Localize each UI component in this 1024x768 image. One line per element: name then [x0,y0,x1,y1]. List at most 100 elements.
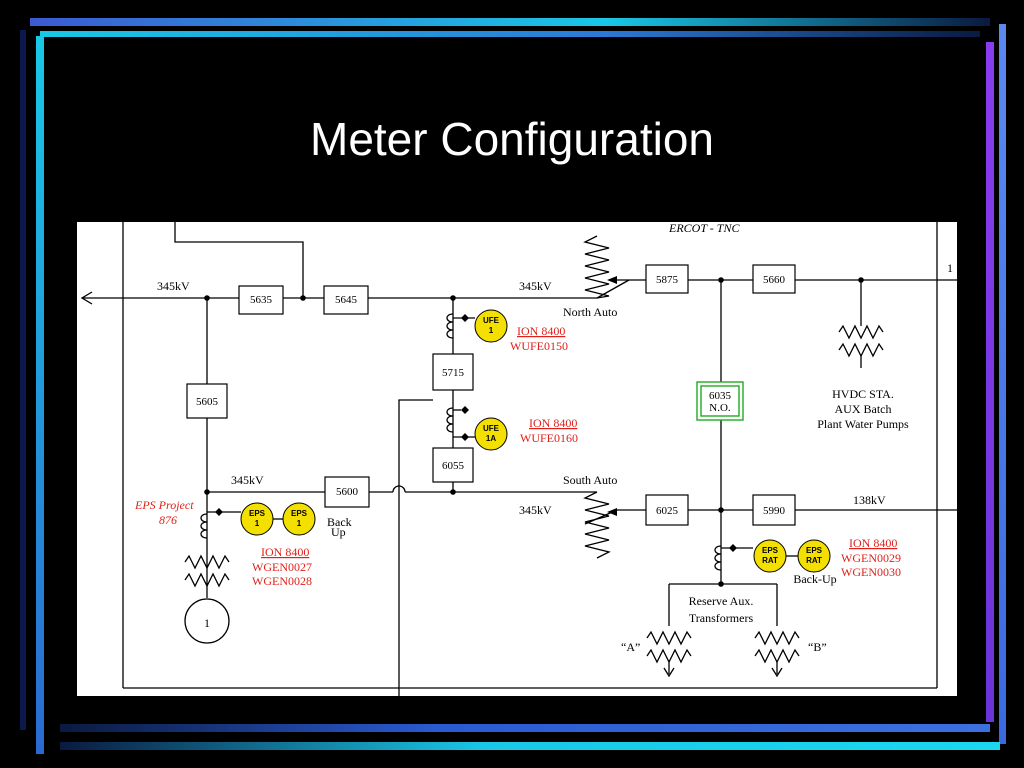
breaker-5645-label: 5645 [335,294,358,306]
meter-ufe-1a-l2: 1A [486,434,496,443]
frame-bar-top [30,18,990,26]
meter-ufe-1-l2: 1 [489,326,494,335]
voltage-138: 138kV [853,493,886,507]
switch-6035-state: N.O. [709,402,731,414]
rat-model: ION 8400 [849,536,897,550]
south-auto-transformer [583,491,611,559]
ufe1a-model: ION 8400 [529,416,577,430]
breaker-5605 [186,383,228,419]
ufe1a-id: WUFE0160 [520,431,578,445]
gen-winding-lower [184,572,230,588]
reserve-line1: Reserve Aux. [689,594,754,608]
frame-bar-bottom-cyan [60,742,1000,750]
node [718,581,724,587]
meter-eps-rat-2 [797,539,831,573]
one-line-diagram: ERCOT - TNC 1 345kV 5635 5645 345kV Nort… [80,222,957,696]
meter-ufe-1a-l1: UFE [483,424,500,433]
rat-id2: WGEN0030 [841,565,901,579]
ct-ufe1a-diamond-top [461,406,469,414]
ct-rat [714,545,722,571]
meter-eps-1-backup-l1: EPS [291,509,308,518]
backup-left-line2: Up [331,525,346,539]
frame-bar-top-inner [40,31,980,37]
breaker-6025 [645,494,689,526]
eps-id1: WGEN0027 [252,560,312,574]
reserve-a-winding-upper [646,630,692,646]
eps-project-line1: EPS Project [134,498,194,512]
breaker-5645 [323,285,369,315]
meter-ufe-1 [474,309,508,343]
ct-ufe1 [446,313,454,339]
meter-ufe-1-l1: UFE [483,316,500,325]
meter-eps-rat-2-l2: RAT [806,556,822,565]
breaker-5715 [432,353,474,391]
bus-arrow-left [80,291,93,305]
ct-ufe1a [446,407,454,433]
breaker-5875-label: 5875 [656,274,679,286]
gen-winding-upper [184,554,230,570]
diagram-panel: ERCOT - TNC 1 345kV 5635 5645 345kV Nort… [77,222,957,696]
node [450,489,456,495]
reserve-b-winding-lower [754,648,800,664]
reserve-a-winding-lower [646,648,692,664]
meter-eps-rat-2-l1: EPS [806,546,823,555]
hvdc-line3: Plant Water Pumps [817,417,909,431]
breaker-6055-label: 6055 [442,460,465,472]
voltage-345-left: 345kV [157,279,190,293]
hvdc-line1: HVDC STA. [832,387,894,401]
hvdc-winding-lower [838,342,884,358]
switch-6035-inner [700,385,740,417]
generator-label: 1 [204,616,210,630]
breaker-5635 [238,285,284,315]
south-auto-label: South Auto [563,473,617,487]
frame-bar-right-blue [999,24,1006,744]
slide-title: Meter Configuration [310,113,714,165]
voltage-345-south: 345kV [519,503,552,517]
meter-eps-1-l2: 1 [255,519,260,528]
breaker-5990-label: 5990 [763,505,786,517]
rat-id1: WGEN0029 [841,551,901,565]
meter-ufe-1a [474,417,508,451]
eps-model: ION 8400 [261,545,309,559]
bus-crossover [392,485,406,493]
breaker-6025-label: 6025 [656,505,679,517]
breaker-6055 [432,447,474,483]
header-label: ERCOT - TNC [668,222,740,235]
ct-rat-diamond [729,544,737,552]
ufe1-model: ION 8400 [517,324,565,338]
node [300,295,306,301]
reserve-line2: Transformers [689,611,754,625]
south-auto-arrow [607,508,617,516]
breaker-5635-label: 5635 [250,294,273,306]
frame-bar-left [36,36,44,754]
eps-id2: WGEN0028 [252,574,312,588]
north-auto-label: North Auto [563,305,617,319]
hvdc-line2: AUX Batch [835,402,892,416]
breaker-5875 [645,264,689,294]
reserve-b-arrow [771,667,783,678]
breaker-5715-label: 5715 [442,367,465,379]
ct-ufe1a-diamond [461,433,469,441]
breaker-5605-label: 5605 [196,396,219,408]
ct-eps [200,513,208,539]
eps-project-line2: 876 [159,513,177,527]
reserve-a-arrow [663,667,675,678]
frame-bar-left-dark [20,30,26,730]
ct-eps-diamond [215,508,223,516]
feeder-vertical [398,399,433,696]
ct-ufe1-diamond [461,314,469,322]
generator [184,598,230,644]
backup-left-line1: Back [327,515,352,529]
meter-eps-1-backup [282,502,316,536]
reserve-a-label: “A” [621,640,640,654]
breaker-5660-label: 5660 [763,274,786,286]
hvdc-winding-upper [838,324,884,340]
reserve-b-winding-upper [754,630,800,646]
meter-eps-rat-1-l2: RAT [762,556,778,565]
ufe1-id: WUFE0150 [510,339,568,353]
north-auto-tap [596,279,630,299]
breaker-5660 [752,264,796,294]
frame-bar-right-purple [986,42,994,722]
voltage-345-mid: 345kV [231,473,264,487]
meter-eps-1-l1: EPS [249,509,266,518]
